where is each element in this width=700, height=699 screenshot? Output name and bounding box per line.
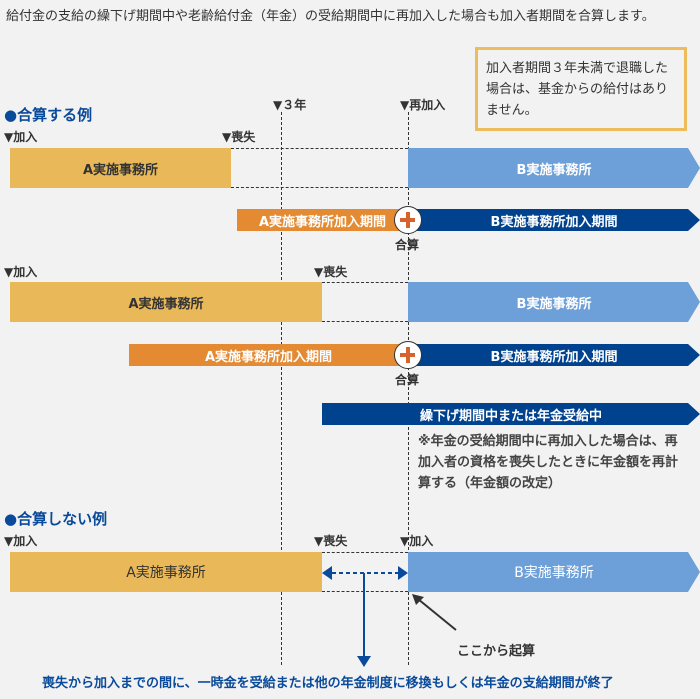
bottom-note: 喪失から加入までの間に、一時金を受給または他の年金制度に移換もしくは年金の支給期… — [42, 676, 614, 691]
loss-marker: ▼喪失 — [222, 130, 256, 144]
office-b-period: B実施事務所加入期間 — [408, 344, 700, 366]
sum-label: 合算 — [395, 373, 420, 387]
office-a-bar: A実施事務所 — [10, 148, 231, 188]
three-year-marker: ▼３年 — [273, 98, 307, 112]
office-b-bar: B実施事務所 — [408, 148, 700, 188]
sum-label: 合算 — [395, 238, 420, 252]
join-marker: ▼加入 — [4, 265, 38, 279]
rejoin-marker: ▼加入 — [400, 534, 434, 548]
office-a-bar: A実施事務所 — [10, 282, 322, 322]
gap — [322, 282, 408, 322]
office-a-period: A実施事務所加入期間 — [129, 344, 408, 366]
rejoin-marker: ▼再加入 — [400, 98, 446, 112]
loss-marker: ▼喪失 — [314, 534, 348, 548]
office-b-bar: B実施事務所 — [408, 282, 700, 322]
memo-text: ※年金の受給期間中に再加入した場合は、再加入者の資格を喪失したときに年金額を再計… — [418, 434, 679, 491]
join-marker: ▼加入 — [4, 534, 38, 548]
start-here-label: ここから起算 — [457, 644, 536, 659]
intro-text: 給付金の支給の繰下げ期間中や老齢給付金（年金）の受給期間中に再加入した場合も加入… — [6, 9, 655, 24]
note-box: 加入者期間３年未満で退職した場合は、基金からの給付はありません。 — [475, 47, 687, 131]
loss-marker: ▼喪失 — [314, 265, 348, 279]
double-arrow-icon — [322, 566, 408, 580]
pointer-arrow-icon — [412, 594, 457, 631]
office-a-period: A実施事務所加入期間 — [237, 209, 408, 231]
plus-icon — [394, 206, 422, 234]
plus-icon — [394, 341, 422, 369]
example1-heading: ●合算する例 — [4, 106, 93, 124]
three-year-line — [281, 112, 282, 665]
example3-heading: ●合算しない例 — [4, 510, 108, 528]
down-arrow-icon — [357, 573, 371, 667]
office-b-bar: B実施事務所 — [408, 552, 700, 592]
office-b-period: B実施事務所加入期間 — [408, 209, 700, 231]
gap — [231, 148, 408, 188]
join-marker: ▼加入 — [4, 130, 38, 144]
rejoin-line — [408, 112, 409, 665]
office-a-bar: A実施事務所 — [10, 552, 322, 592]
deferral-period: 繰下げ期間中または年金受給中 — [322, 403, 700, 425]
